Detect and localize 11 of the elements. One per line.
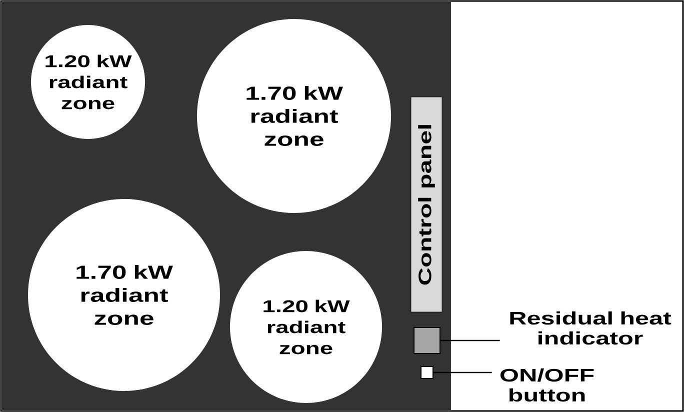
callout-label: ON/OFF button <box>500 368 594 402</box>
callout-label: Residual heat indicator <box>510 311 672 345</box>
radiant-zone: 1.20 kW radiant zone <box>31 25 145 139</box>
leader-line <box>434 372 492 374</box>
radiant-zone: 1.70 kW radiant zone <box>28 199 220 391</box>
radiant-zone: 1.70 kW radiant zone <box>197 19 391 213</box>
control-panel: Control panel <box>410 96 442 312</box>
on-off-button <box>420 366 434 379</box>
indicator-light <box>414 327 440 354</box>
radiant-zone: 1.20 kW radiant zone <box>230 251 382 403</box>
leader-line <box>440 340 500 342</box>
